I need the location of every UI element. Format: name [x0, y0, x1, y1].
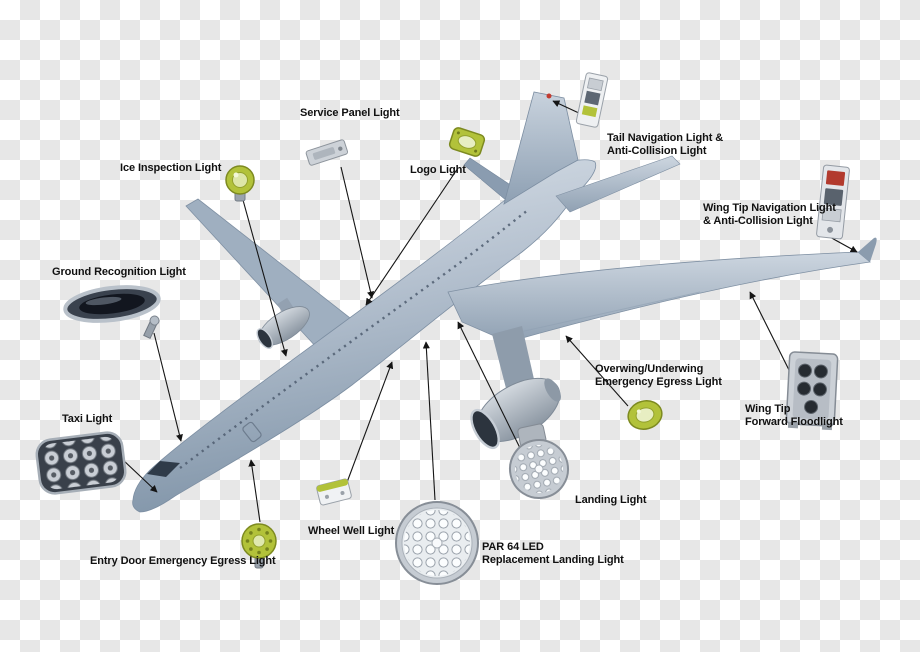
- par64-led-landing-light-icon: [395, 501, 479, 585]
- vertical-stabilizer: [503, 91, 579, 205]
- label-wheel-well-light: Wheel Well Light: [308, 525, 395, 537]
- landing-light-icon: [509, 423, 569, 499]
- ground-recognition-light-icon: [63, 285, 161, 340]
- leader-ice-inspection-light: [242, 199, 288, 357]
- wing-detail-line: [519, 291, 701, 333]
- label-taxi-light: Taxi Light: [62, 413, 113, 425]
- leader-wing-tip-floodlight: [749, 291, 795, 381]
- leader-taxi-light: [121, 458, 158, 493]
- label-service-panel-light: Service Panel Light: [300, 107, 400, 119]
- overwing-egress-light-icon: [627, 400, 663, 430]
- leader-tail-navigation-light: [552, 100, 582, 115]
- tail-navigation-light-icon: [575, 72, 609, 128]
- starboard-wing: [447, 251, 871, 343]
- label-overwing-underwing-emergency-egress-light: Overwing/Underwing Emergency Egress Ligh…: [595, 363, 722, 389]
- service-panel-light-icon: [305, 139, 349, 166]
- wing-tip-floodlight-icon: [785, 351, 839, 431]
- leader-overwing-egress-light: [565, 335, 629, 407]
- window-row: [179, 209, 529, 469]
- label-ground-recognition-light: Ground Recognition Light: [52, 266, 186, 278]
- label-landing-light: Landing Light: [575, 494, 647, 506]
- wheel-well-light-icon: [316, 478, 352, 506]
- leader-entry-door-egress-light: [248, 459, 261, 523]
- entry-door-egress-light-icon: [241, 523, 277, 569]
- wing-tip-navigation-light-icon: [816, 164, 850, 240]
- label-logo-light: Logo Light: [410, 164, 466, 176]
- label-par-64-led-replacement-landing-light: PAR 64 LED Replacement Landing Light: [482, 541, 624, 567]
- leader-service-panel-light: [340, 166, 374, 299]
- label-tail-navigation-light: Tail Navigation Light & Anti-Collision L…: [607, 132, 724, 158]
- label-ice-inspection-light: Ice Inspection Light: [120, 162, 222, 174]
- leader-ground-recognition-light: [153, 332, 183, 442]
- engine-pylon: [492, 326, 536, 396]
- label-wing-tip-navigation-light: Wing Tip Navigation Light & Anti-Collisi…: [703, 202, 836, 228]
- taxi-light-icon: [35, 431, 127, 495]
- leader-lines: [121, 100, 858, 523]
- port-engine: [256, 297, 310, 349]
- anti-collision-beacon: [546, 93, 552, 99]
- entry-door-outline: [242, 421, 262, 443]
- leader-wheel-well-light: [345, 361, 394, 486]
- logo-light-icon: [448, 127, 486, 157]
- winglet: [858, 237, 877, 262]
- label-entry-door-emergency-egress-light: Entry Door Emergency Egress Light: [90, 555, 276, 567]
- leader-landing-light: [457, 321, 521, 449]
- leader-par64-landing-light: [422, 341, 436, 501]
- starboard-stabilizer: [555, 155, 681, 213]
- ice-inspection-light-icon: [225, 165, 255, 202]
- leader-logo-light: [365, 167, 459, 306]
- label-wing-tip-forward-floodlight: Wing Tip Forward Floodlight: [745, 403, 843, 429]
- cockpit-windows: [147, 461, 180, 477]
- airplane-illustration: [132, 91, 877, 513]
